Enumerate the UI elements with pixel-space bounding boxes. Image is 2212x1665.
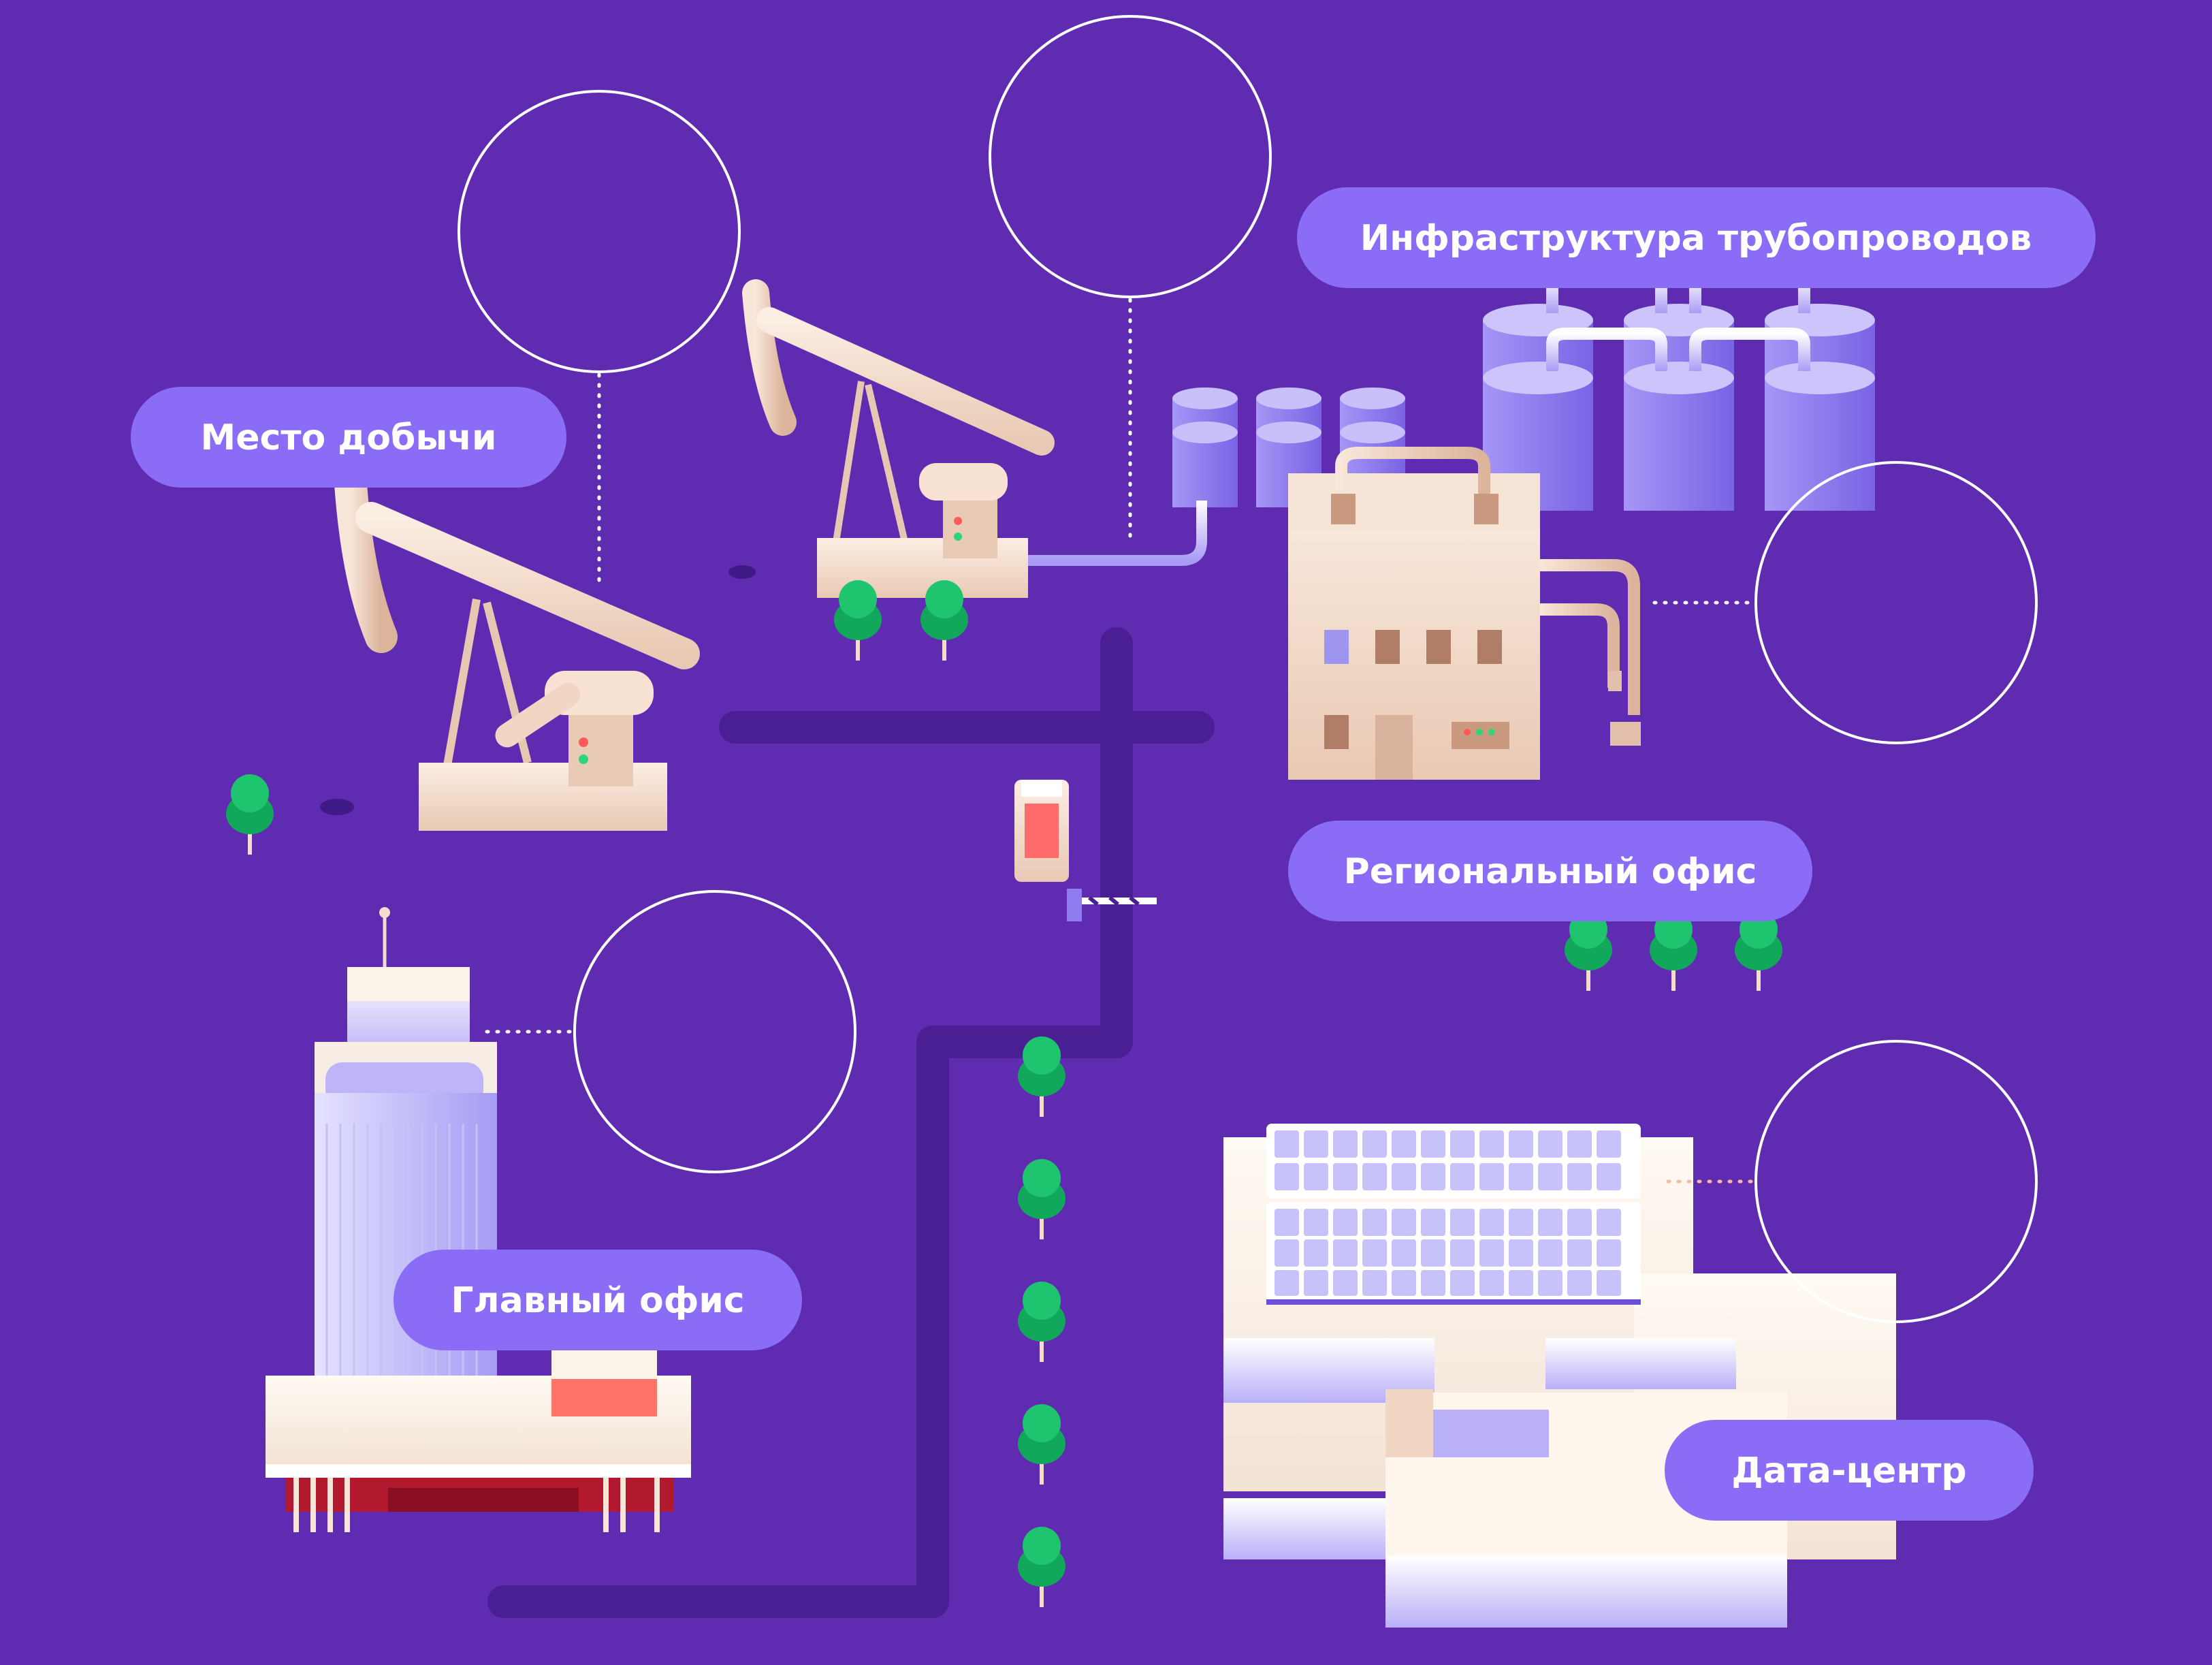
label-data-center-text: Дата-центр: [1731, 1450, 1966, 1491]
tree: [1018, 1282, 1065, 1362]
tree: [1018, 1527, 1065, 1607]
tree: [834, 580, 882, 661]
regional-office-building: [1288, 447, 1641, 780]
trees: [226, 580, 1782, 1607]
tree: [1018, 1404, 1065, 1485]
callout-circle-regional: [1754, 461, 2038, 744]
tree: [1565, 910, 1612, 991]
callout-circle-pipeline: [989, 15, 1272, 298]
oil-pump-front: [320, 467, 700, 831]
label-pipeline-infrastructure: Инфраструктура трубопроводов: [1297, 187, 2096, 288]
callout-circle-data-center: [1754, 1040, 2038, 1323]
data-center-building: [1223, 1124, 1896, 1628]
tree: [226, 774, 274, 855]
label-data-center: Дата-центр: [1665, 1420, 2034, 1521]
label-extraction-site-text: Место добычи: [201, 417, 497, 458]
tree: [1650, 910, 1697, 991]
large-tanks: [1483, 270, 1875, 511]
roads: [487, 627, 1215, 1618]
pipeline-pipe: [1021, 501, 1207, 566]
label-pipeline-infrastructure-text: Инфраструктура трубопроводов: [1360, 218, 2032, 259]
label-head-office-text: Главный офис: [451, 1280, 744, 1321]
oil-pump-back: [728, 279, 1055, 598]
guard-booth: [1014, 780, 1157, 921]
road-main: [487, 627, 1133, 1618]
tree: [920, 580, 968, 661]
label-head-office: Главный офис: [394, 1250, 802, 1350]
label-extraction-site: Место добычи: [131, 387, 566, 488]
tree: [1735, 910, 1782, 991]
label-regional-office-text: Региональный офис: [1344, 851, 1757, 892]
solar-panels: [1266, 1124, 1641, 1305]
callouts: [458, 15, 2038, 1323]
tree: [1018, 1159, 1065, 1239]
callout-circle-extraction: [458, 90, 741, 373]
tree: [1018, 1036, 1065, 1117]
label-regional-office: Региональный офис: [1288, 821, 1812, 921]
callout-circle-head-office: [573, 890, 856, 1173]
head-office-building: [266, 907, 691, 1532]
